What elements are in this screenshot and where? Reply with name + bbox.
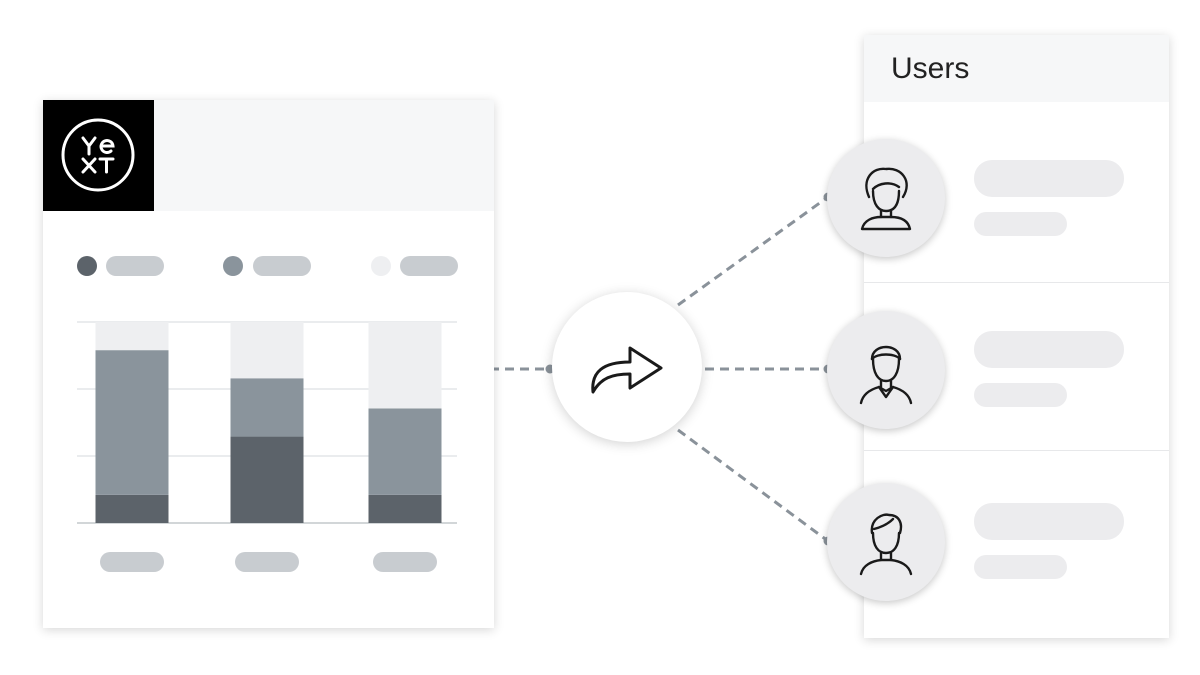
bar-segment [368,494,442,523]
user-row[interactable] [864,450,1169,619]
user-shirt-collar-icon[interactable] [827,311,945,429]
legend-swatch-dark [77,256,97,276]
user-name-placeholder [974,503,1124,540]
share-node[interactable] [552,292,702,442]
bar-segment [230,378,304,437]
legend-swatch-mid [223,256,243,276]
user-detail-placeholder [974,383,1067,407]
avatar-2-drawing [859,345,913,405]
bar-segment [230,322,304,379]
legend-swatch-light [371,256,391,276]
user-row[interactable] [864,282,1169,451]
user-name-placeholder [974,160,1124,197]
bar-segment [230,436,304,523]
avatar-3-drawing [859,513,913,576]
logo-mark [61,118,135,192]
dashboard-card [43,100,494,628]
connector-share-to-user-1 [677,195,829,307]
bar-segment [368,322,442,409]
legend-label-placeholder [400,256,458,276]
avatar-1-drawing [860,167,912,231]
users-header: Users [864,35,1169,102]
bar-segment [95,350,169,495]
user-detail-placeholder [974,212,1067,236]
connector-share-to-user-3 [677,428,829,543]
legend-label-placeholder [106,256,164,276]
bar-segment [368,408,442,495]
category-label-placeholder [373,552,437,572]
share-arrow-icon [591,346,663,394]
category-label-placeholder [235,552,299,572]
bar-segment [95,322,169,351]
legend-label-placeholder [253,256,311,276]
bar-segment [95,494,169,523]
user-curly-hair-icon[interactable] [827,139,945,257]
user-row[interactable] [864,115,1169,283]
chart-legend [77,256,458,276]
users-title: Users [891,52,970,85]
user-detail-placeholder [974,555,1067,579]
category-label-placeholder [100,552,164,572]
user-short-hair-icon[interactable] [827,483,945,601]
user-name-placeholder [974,331,1124,368]
stacked-bar-chart [77,321,457,572]
yext-logo-icon [43,100,154,211]
